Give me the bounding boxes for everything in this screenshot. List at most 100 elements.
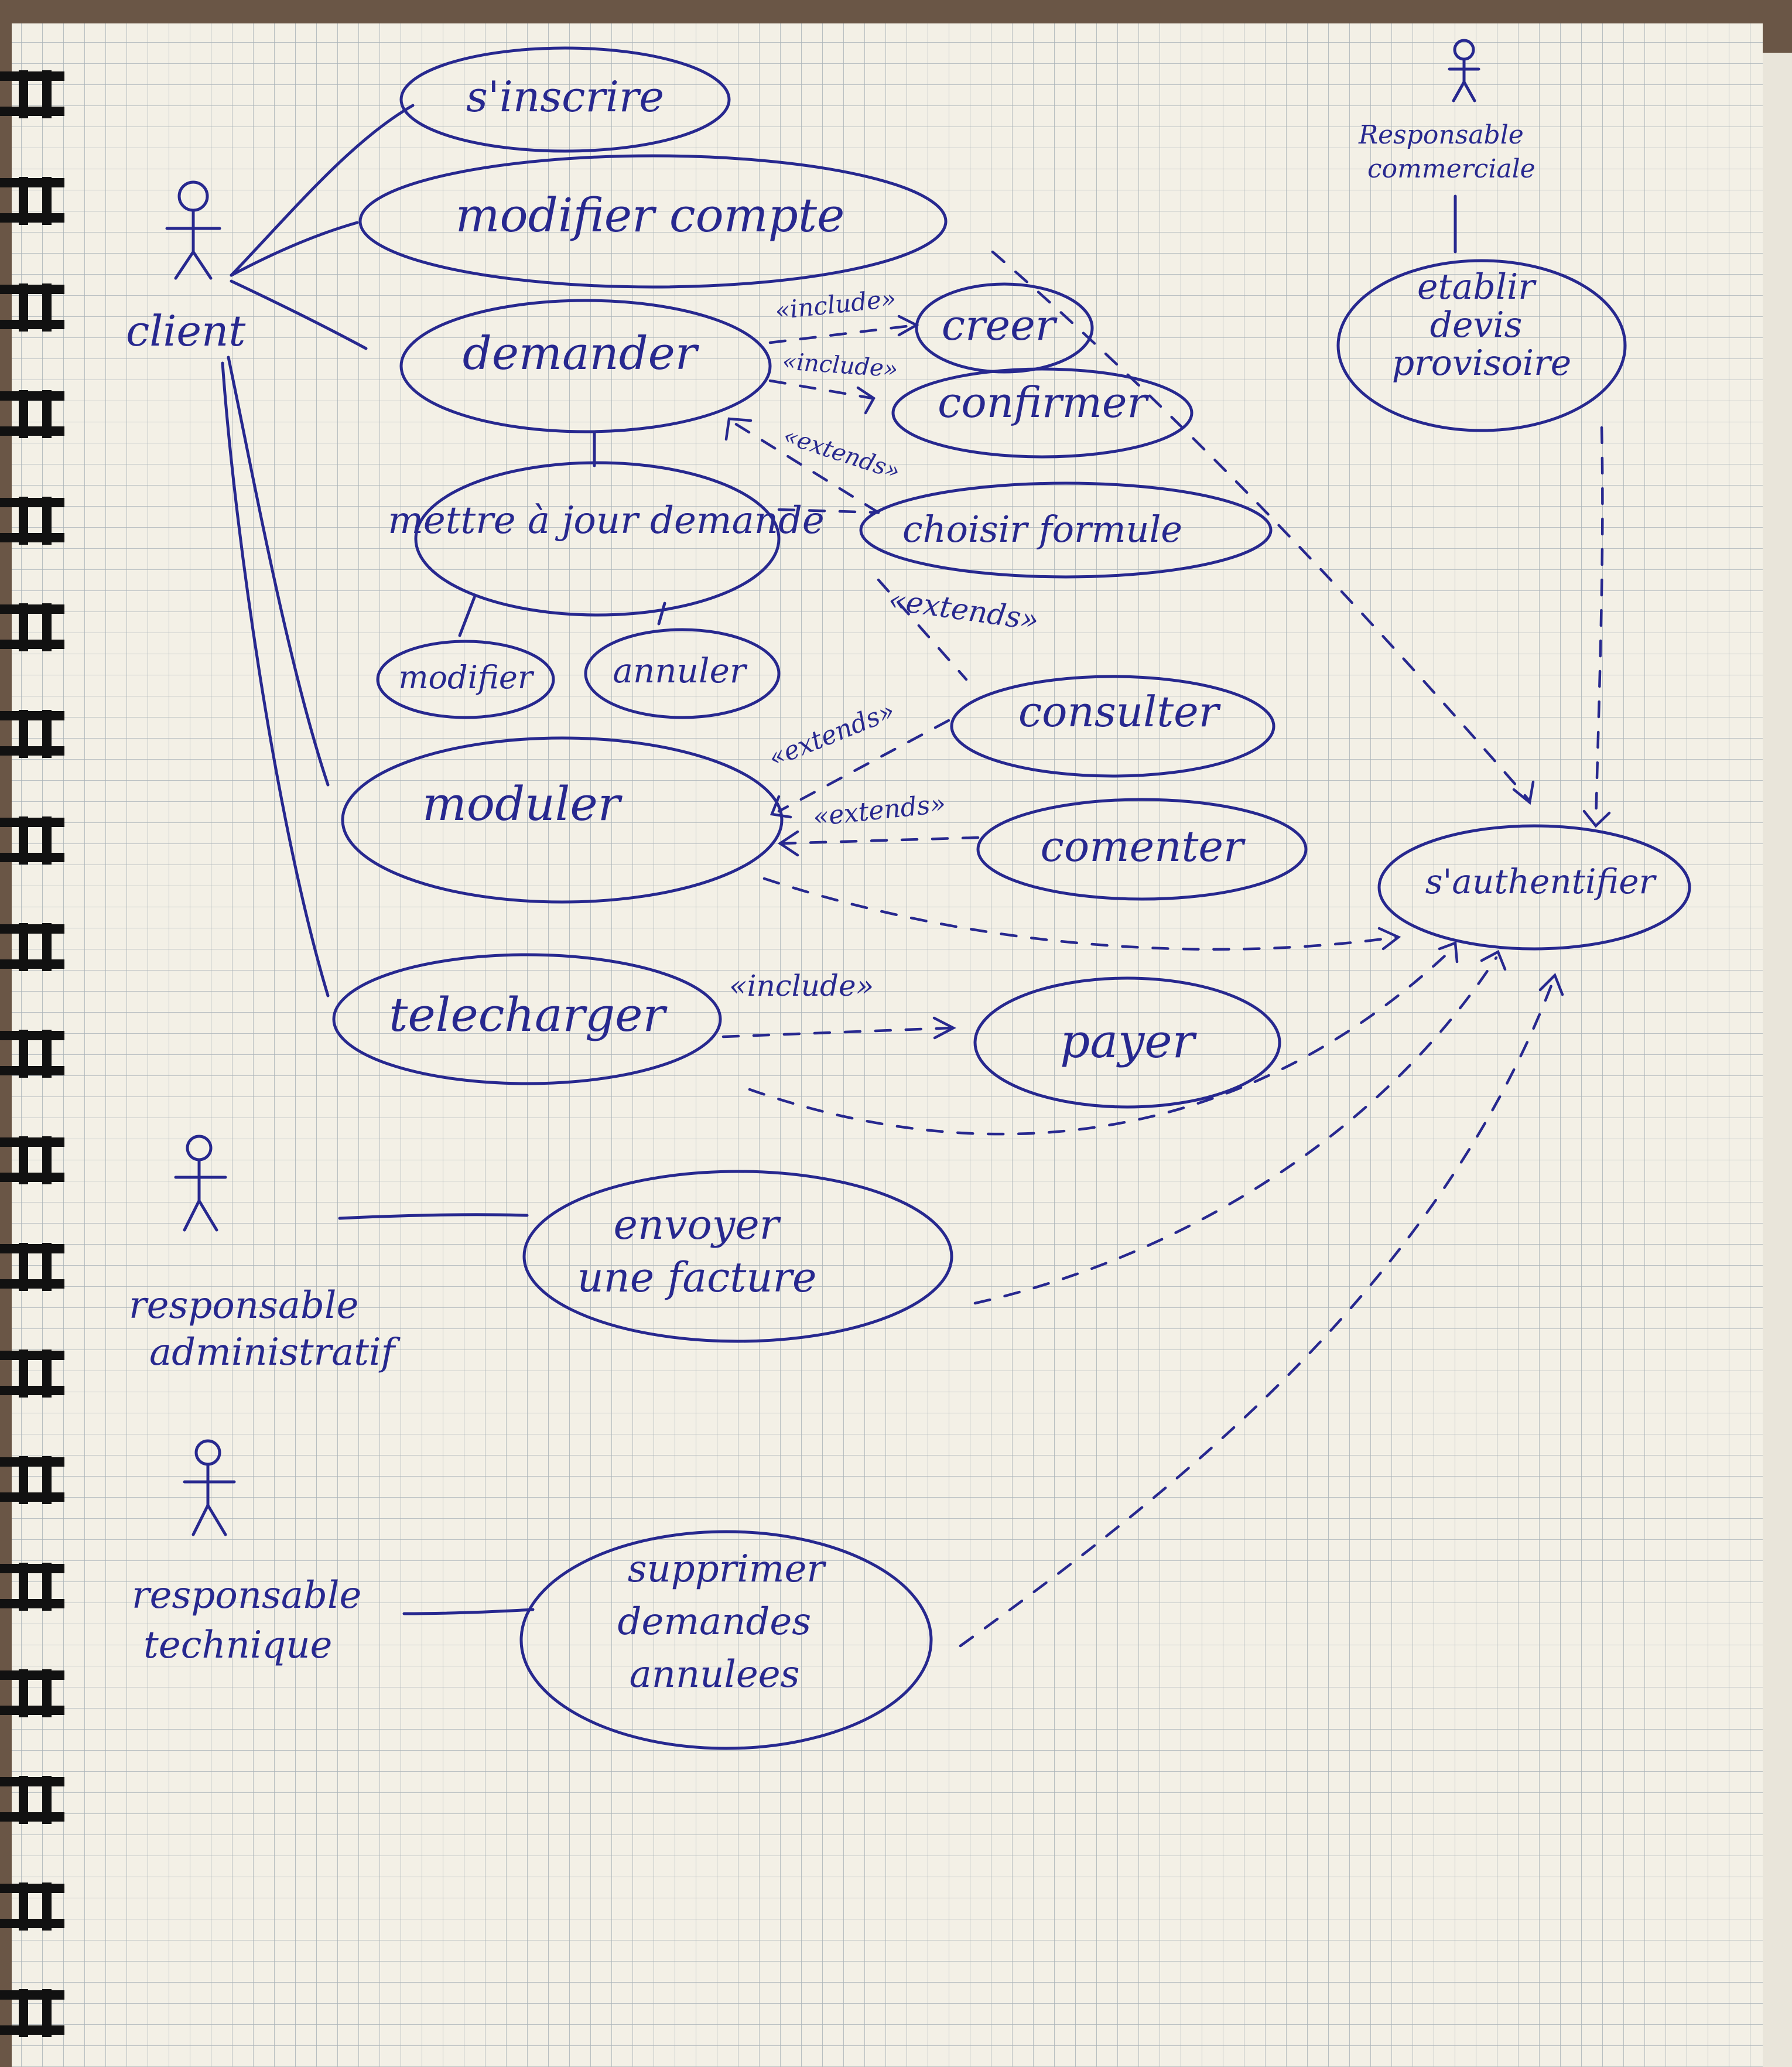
binding-ring [0, 603, 64, 651]
binding-ring [0, 816, 64, 865]
use-case-etablir-devis: etablir devis provisoire [1336, 259, 1627, 432]
use-case-ellipse [973, 976, 1281, 1109]
dependency-lines [721, 250, 1611, 1648]
actor-figure [1448, 39, 1480, 103]
actor-label-line-1: responsable [132, 1574, 361, 1617]
actor-label-line-1: Responsable [1358, 120, 1524, 150]
association-client-sinscrire [230, 104, 415, 277]
binding-ring [0, 1456, 64, 1504]
extends-consulter-choisir [877, 578, 968, 681]
actor-label-line-2: commerciale [1367, 154, 1535, 184]
arrowhead-auth-3 [1377, 927, 1401, 951]
actor-responsable-administratif: responsable administratif [129, 1135, 401, 1374]
use-case-confirmer: confirmer [891, 367, 1193, 459]
arrowhead-auth-2 [1582, 809, 1611, 828]
use-case-creer: creer [915, 282, 1094, 374]
stereotype-include-payer: «include» [729, 969, 874, 1003]
dep-modifier-compte-authentifier [991, 250, 1530, 801]
use-case-label-line-2: demandes [618, 1600, 812, 1644]
use-case-label-line-3: annulees [630, 1653, 800, 1696]
actor-figure [174, 1135, 227, 1232]
use-case-mettre-a-jour: mettre à jour demande [388, 461, 825, 617]
use-case-label: mettre à jour demande [388, 499, 825, 542]
use-case-demander: demander [399, 299, 772, 433]
arrowhead-auth-5 [1480, 949, 1507, 971]
use-case-label: choisir formule [902, 508, 1182, 551]
association-client-moduler [227, 356, 330, 787]
association-admin-facture [338, 1213, 529, 1220]
dep-telecharger-authentifier [748, 947, 1454, 1136]
use-case-ellipse [584, 628, 781, 719]
line-annuler-mettre-a-jour [657, 602, 666, 626]
use-case-ellipse [332, 953, 722, 1085]
binding-ring [0, 1776, 64, 1824]
actor-label-line-2: technique [143, 1624, 332, 1667]
arrowhead-auth-6 [1538, 972, 1564, 996]
use-case-label: etablir devis provisoire [1392, 267, 1572, 384]
use-case-ellipse [522, 1170, 953, 1343]
use-case-choisir-formule: choisir formule [859, 481, 1273, 579]
binding-ring [0, 390, 64, 438]
arrowhead-confirmer [856, 386, 876, 415]
association-lines [221, 104, 1457, 1615]
use-case-label-line-1: supprimer [628, 1547, 827, 1591]
binding-ring [0, 710, 64, 758]
use-case-label: creer [942, 300, 1058, 350]
actor-responsable-technique: responsable technique [132, 1439, 374, 1667]
actor-label: responsable administratif [129, 1284, 401, 1374]
use-case-ellipse [915, 282, 1094, 374]
use-case-ellipse [399, 299, 772, 433]
grid-lines [12, 23, 1763, 2067]
use-case-label: modifier compte [456, 188, 845, 242]
association-tech-supprimer [402, 1608, 535, 1615]
use-case-ellipse [1377, 824, 1691, 951]
use-case-label-line-1: etablir [1417, 267, 1537, 308]
use-case-envoyer-facture: envoyer une facture [522, 1170, 953, 1343]
use-case-label: annuler [613, 651, 748, 691]
extends-commenter-moduler [780, 836, 980, 845]
use-case-ellipse [341, 736, 784, 904]
binding-ring [0, 1030, 64, 1078]
binding-ring [0, 177, 64, 225]
use-case-modifier: modifier [376, 640, 555, 719]
use-case-ellipse [399, 46, 731, 153]
actor-label: Responsable commerciale [1358, 120, 1535, 184]
use-case-label: demander [463, 327, 700, 380]
actor-responsable-commerciale: Responsable commerciale [1358, 39, 1535, 184]
use-case-moduler: moduler [341, 736, 784, 904]
use-case-commenter: comenter [976, 798, 1308, 901]
use-case-label-line-2: devis [1430, 305, 1523, 346]
use-case-ellipse [859, 481, 1273, 579]
use-case-supprimer-annulees: supprimer demandes annulees [519, 1530, 933, 1750]
binding-ring [0, 1243, 64, 1291]
use-case-label: payer [1060, 1014, 1197, 1068]
use-case-modifier-compte: modifier compte [358, 154, 948, 289]
actor-label-line-2: administratif [149, 1331, 401, 1374]
actor-label: responsable technique [132, 1574, 374, 1667]
use-case-label: supprimer demandes annulees [618, 1547, 837, 1696]
binding-ring [0, 283, 64, 332]
use-case-ellipse [976, 798, 1308, 901]
use-case-ellipse [376, 640, 555, 719]
use-case-label: s'authentifier [1425, 862, 1657, 901]
association-client-modifier-compte [230, 221, 359, 277]
binding-ring [0, 497, 64, 545]
use-case-label: comenter [1041, 822, 1246, 871]
use-case-ellipse [358, 154, 948, 289]
actor-client: client [126, 180, 246, 356]
include-demander-creer [768, 323, 918, 344]
use-case-label-line-2: une facture [577, 1253, 817, 1301]
binding-ring [0, 1349, 64, 1398]
spiral-binding [0, 70, 64, 2037]
binding-ring [0, 1882, 64, 1931]
binding-ring [0, 70, 64, 118]
use-case-label: s'inscrire [466, 72, 664, 121]
use-case-annuler: annuler [584, 628, 781, 719]
actor-label: client [126, 306, 246, 356]
use-case-label-line-1: envoyer [614, 1201, 781, 1249]
line-modifier-mettre-a-jour [458, 596, 476, 637]
use-case-label-line-3: provisoire [1392, 343, 1572, 384]
extends-consulter-moduler [777, 719, 950, 813]
